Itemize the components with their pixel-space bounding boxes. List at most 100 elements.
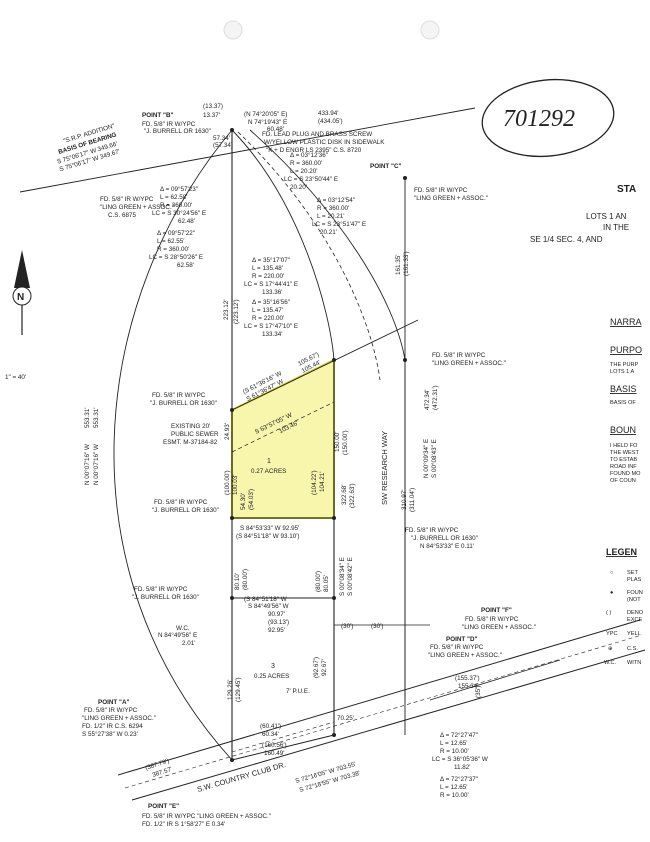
note: 57.34' <box>213 135 230 142</box>
note: (80.00') <box>315 571 322 592</box>
title: STA <box>617 184 636 195</box>
note: "LING GREEN + ASSOC." <box>414 195 488 202</box>
note: FD. 5/8" IR W/YPC <box>430 644 484 651</box>
legend-text: C.S. <box>627 646 638 652</box>
note: N 84°53'33" E 0.11' <box>420 542 474 550</box>
note: (60.41') <box>260 723 281 730</box>
note: N 84°49'56" E <box>158 631 197 639</box>
note: PUBLIC SEWER <box>171 431 219 438</box>
note: N 00°09'34" E <box>422 439 430 478</box>
document-number: 701292 <box>503 106 575 132</box>
note: R = 360.00' <box>160 202 192 209</box>
note: (13.37) <box>203 103 223 110</box>
boundary-heading: BOUN <box>610 425 636 435</box>
note: 70.25' <box>337 715 354 722</box>
legend-text: SET <box>627 570 638 576</box>
note: L = 20.21' <box>317 213 344 220</box>
note: 150.00' <box>334 432 341 452</box>
note: 133.36' <box>262 289 282 296</box>
note: (93.13') <box>268 619 289 626</box>
note: FD. 5/8" IR W/YPC <box>414 187 468 194</box>
note: 92.67' <box>321 659 328 676</box>
point-d-label: POINT "D" <box>446 636 478 643</box>
pue-line <box>231 721 335 753</box>
note: 60.34' <box>262 731 279 738</box>
note: (57.34) <box>213 142 233 149</box>
lot-1-number: 1 <box>267 458 271 465</box>
note: N 00°07'16" W <box>83 444 91 485</box>
narrative-heading: NARRA <box>610 317 642 327</box>
legend-text: EXCE <box>627 617 643 623</box>
note: 11.82' <box>454 764 471 771</box>
legend-symbol: ( ) <box>606 610 611 616</box>
note: (92.67') <box>313 657 320 678</box>
note: Δ = 09°57'23" <box>160 185 198 193</box>
note: (150.00') <box>342 430 349 455</box>
legend-text: DENO <box>627 610 644 616</box>
note: N 00°07'16" W <box>92 444 100 485</box>
note: R = 220.00' <box>252 315 284 322</box>
note: 472.34' <box>424 390 431 410</box>
note: "J. BURRELL OR 1630" <box>150 400 217 407</box>
note: (472.31') <box>432 385 439 410</box>
note: (80.00') <box>242 569 249 590</box>
note: R = 360.00' <box>157 246 189 253</box>
note: (54.03') <box>248 489 255 510</box>
note: R = 10.00' <box>440 792 469 799</box>
legend-text: (NOT <box>627 597 641 603</box>
boundary-line-3: TO ESTAB <box>610 457 637 463</box>
note: Δ = 09°57'22" <box>157 229 195 237</box>
top-boundary <box>19 107 476 193</box>
scale-label: 1" = 40' <box>5 374 26 381</box>
note: Δ = 72°27'37" <box>440 775 478 783</box>
note: "J. BURRELL OR 1630" <box>132 594 199 601</box>
boundary-line-6: OF COUN <box>610 478 636 484</box>
point-c-label: POINT "C" <box>370 163 402 170</box>
note: L = 20.20' <box>290 168 317 175</box>
note: "LING GREEN + ASSOC." <box>428 652 502 659</box>
note: (100.00') <box>224 470 231 495</box>
note: R = 360.00' <box>317 205 349 212</box>
note: FD. 5/8" IR W/YPC <box>405 527 459 534</box>
note: (30') <box>371 623 383 630</box>
legend-symbol: YPC <box>606 631 618 637</box>
point-f-label: POINT "F" <box>481 607 512 614</box>
note: 161.35' <box>395 255 402 275</box>
note: (30') <box>341 623 353 630</box>
note: "LING GREEN + ASSOC." <box>82 715 156 722</box>
street-research-way: SW RESEARCH WAY <box>380 431 389 505</box>
note: FD. 1/2" IR S 1°58'27" E 0.34' <box>142 820 225 828</box>
binder-hole <box>223 20 243 40</box>
note: FD. 5/8" IR W/YPC <box>154 499 208 506</box>
note: 322.68' <box>341 485 348 505</box>
note: FD. LEAD PLUG AND BRASS SCREW <box>262 131 372 138</box>
note: (35') <box>475 686 482 698</box>
note: 62.58' <box>177 262 194 269</box>
basis-arc <box>113 129 233 761</box>
note: 80.05' <box>323 575 330 592</box>
note: S 00°08'43" E <box>430 439 438 478</box>
lot-3-area: 0.25 ACRES <box>254 673 289 680</box>
note: FD. 5/8" IR W/YPC <box>465 616 519 623</box>
note: 62.48' <box>178 218 195 225</box>
point-d-leader <box>429 659 561 701</box>
note: L = 12.65' <box>440 740 467 747</box>
note: C.S. 6875 <box>108 212 137 219</box>
basis-line-1: BASIS OF <box>610 400 636 406</box>
note: 129.26' <box>227 680 234 700</box>
note: L = 135.48' <box>252 265 283 272</box>
note: 133.34' <box>262 331 282 338</box>
note: FD. 5/8" IR W/YPC <box>84 707 138 714</box>
note: 310.97' <box>401 490 408 510</box>
note: N 74°19'43" E <box>248 118 287 126</box>
note: LC = S 23°51'47" E <box>312 220 366 228</box>
note: Δ = 35°17'07" <box>252 256 290 264</box>
note: ESMT. M-37184-82 <box>163 439 218 446</box>
boundary-line-4: ROAD INF <box>610 464 637 470</box>
row-curve <box>237 131 381 381</box>
purpose-heading: PURPO <box>610 345 642 355</box>
country-club-north <box>117 619 641 776</box>
note: 20.21' <box>320 229 337 236</box>
north-arrow-icon <box>12 250 32 335</box>
north-label: N <box>17 292 24 303</box>
